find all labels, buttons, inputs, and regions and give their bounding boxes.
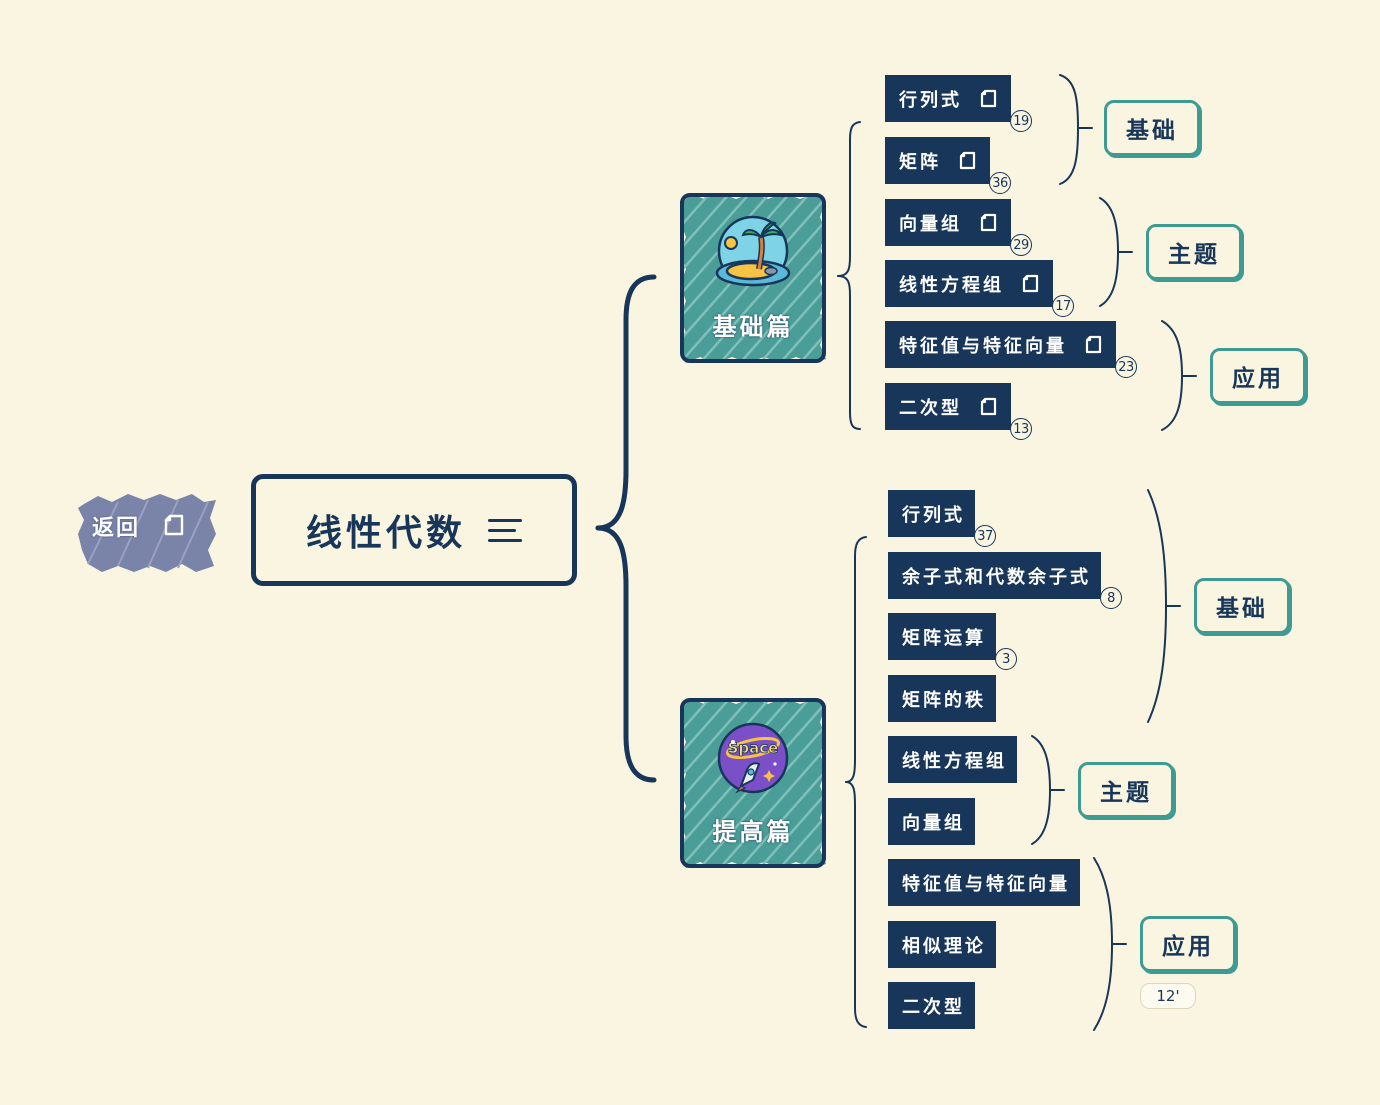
space-icon-text: Space: [728, 739, 779, 757]
topic-label: 矩阵: [899, 151, 941, 173]
root-bracket-lower: [595, 525, 657, 783]
note-icon[interactable]: [1085, 335, 1102, 354]
summary-bracket-1-2: [1099, 197, 1120, 307]
topic-label: 矩阵运算: [902, 627, 986, 649]
topic-count-badge: 37: [974, 525, 996, 547]
summary-2-2[interactable]: 主题: [1078, 762, 1174, 818]
topic-2-4[interactable]: 矩阵的秩: [888, 675, 996, 722]
topic-label: 特征值与特征向量: [899, 335, 1067, 357]
topic-count-badge: 3: [995, 648, 1017, 670]
topic-label: 矩阵的秩: [902, 689, 986, 711]
summary-2-3[interactable]: 应用: [1140, 916, 1236, 972]
topic-1-3[interactable]: 向量组: [885, 199, 1011, 246]
topic-label: 向量组: [899, 213, 962, 235]
summary-bracket-2-3: [1093, 857, 1114, 1031]
topic-1-4[interactable]: 线性方程组: [885, 260, 1053, 307]
topic-label: 线性方程组: [899, 274, 1004, 296]
section-card-2[interactable]: Space 提高篇: [680, 698, 826, 868]
topic-label: 特征值与特征向量: [902, 873, 1070, 895]
topic-label: 相似理论: [902, 935, 986, 957]
section2-bracket-top: [845, 536, 867, 783]
root-bracket-upper: [595, 274, 657, 531]
topic-count-badge: 13: [1010, 418, 1032, 440]
topic-label: 二次型: [902, 996, 965, 1018]
topic-2-5[interactable]: 线性方程组: [888, 736, 1017, 783]
summary-1-2[interactable]: 主题: [1146, 224, 1242, 280]
topic-count-badge: 29: [1010, 234, 1032, 256]
section-card-1[interactable]: 基础篇: [680, 193, 826, 363]
topic-2-2[interactable]: 余子式和代数余子式: [888, 552, 1101, 599]
section1-bracket-bottom: [837, 275, 861, 430]
note-icon[interactable]: [980, 213, 997, 232]
topic-count-badge: 19: [1010, 110, 1032, 132]
note-icon[interactable]: [980, 397, 997, 416]
palm-island-icon: [715, 215, 791, 287]
topic-label: 行列式: [902, 504, 965, 526]
topic-1-1[interactable]: 行列式: [885, 75, 1011, 122]
topic-2-8[interactable]: 相似理论: [888, 921, 996, 968]
summary-2-1[interactable]: 基础: [1194, 578, 1290, 634]
summary-bracket-1-3: [1161, 320, 1184, 431]
summary-1-3[interactable]: 应用: [1210, 348, 1306, 404]
back-button-bg: [78, 494, 216, 572]
topic-1-2[interactable]: 矩阵: [885, 137, 990, 184]
summary-bracket-2-2: [1031, 735, 1052, 845]
topic-count-badge: 23: [1115, 356, 1137, 378]
topic-1-6[interactable]: 二次型: [885, 383, 1011, 430]
section-title: 基础篇: [712, 313, 794, 341]
topic-label: 行列式: [899, 89, 962, 111]
time-estimate-badge: 12': [1140, 983, 1196, 1009]
note-icon[interactable]: [980, 89, 997, 108]
section2-bracket-bottom: [845, 781, 867, 1028]
root-title: 线性代数: [305, 513, 466, 554]
back-label: 返回: [92, 516, 141, 541]
topic-label: 二次型: [899, 397, 962, 419]
section1-bracket-top: [837, 121, 861, 277]
topic-2-3[interactable]: 矩阵运算: [888, 613, 996, 660]
topic-1-5[interactable]: 特征值与特征向量: [885, 321, 1116, 368]
topic-count-badge: 8: [1100, 587, 1122, 609]
topic-label: 线性方程组: [902, 750, 1007, 772]
topic-count-badge: 36: [989, 172, 1011, 194]
summary-1-1[interactable]: 基础: [1104, 100, 1200, 156]
topic-2-6[interactable]: 向量组: [888, 798, 975, 845]
topic-2-7[interactable]: 特征值与特征向量: [888, 859, 1080, 906]
summary-bracket-2-1: [1147, 489, 1168, 723]
root-topic[interactable]: 线性代数: [251, 474, 577, 586]
topic-label: 向量组: [902, 812, 965, 834]
topic-count-badge: 17: [1052, 295, 1074, 317]
space-rocket-icon: Space: [717, 722, 789, 794]
topic-label: 余子式和代数余子式: [902, 566, 1091, 588]
section-title: 提高篇: [712, 818, 794, 846]
menu-lines-icon[interactable]: [488, 517, 522, 543]
note-icon[interactable]: [1022, 274, 1039, 293]
topic-2-9[interactable]: 二次型: [888, 982, 975, 1029]
summary-bracket-1-1: [1059, 74, 1080, 185]
note-icon[interactable]: [959, 151, 976, 170]
topic-2-1[interactable]: 行列式: [888, 490, 975, 537]
back-button[interactable]: 返回: [78, 494, 216, 572]
note-icon: [164, 514, 184, 536]
